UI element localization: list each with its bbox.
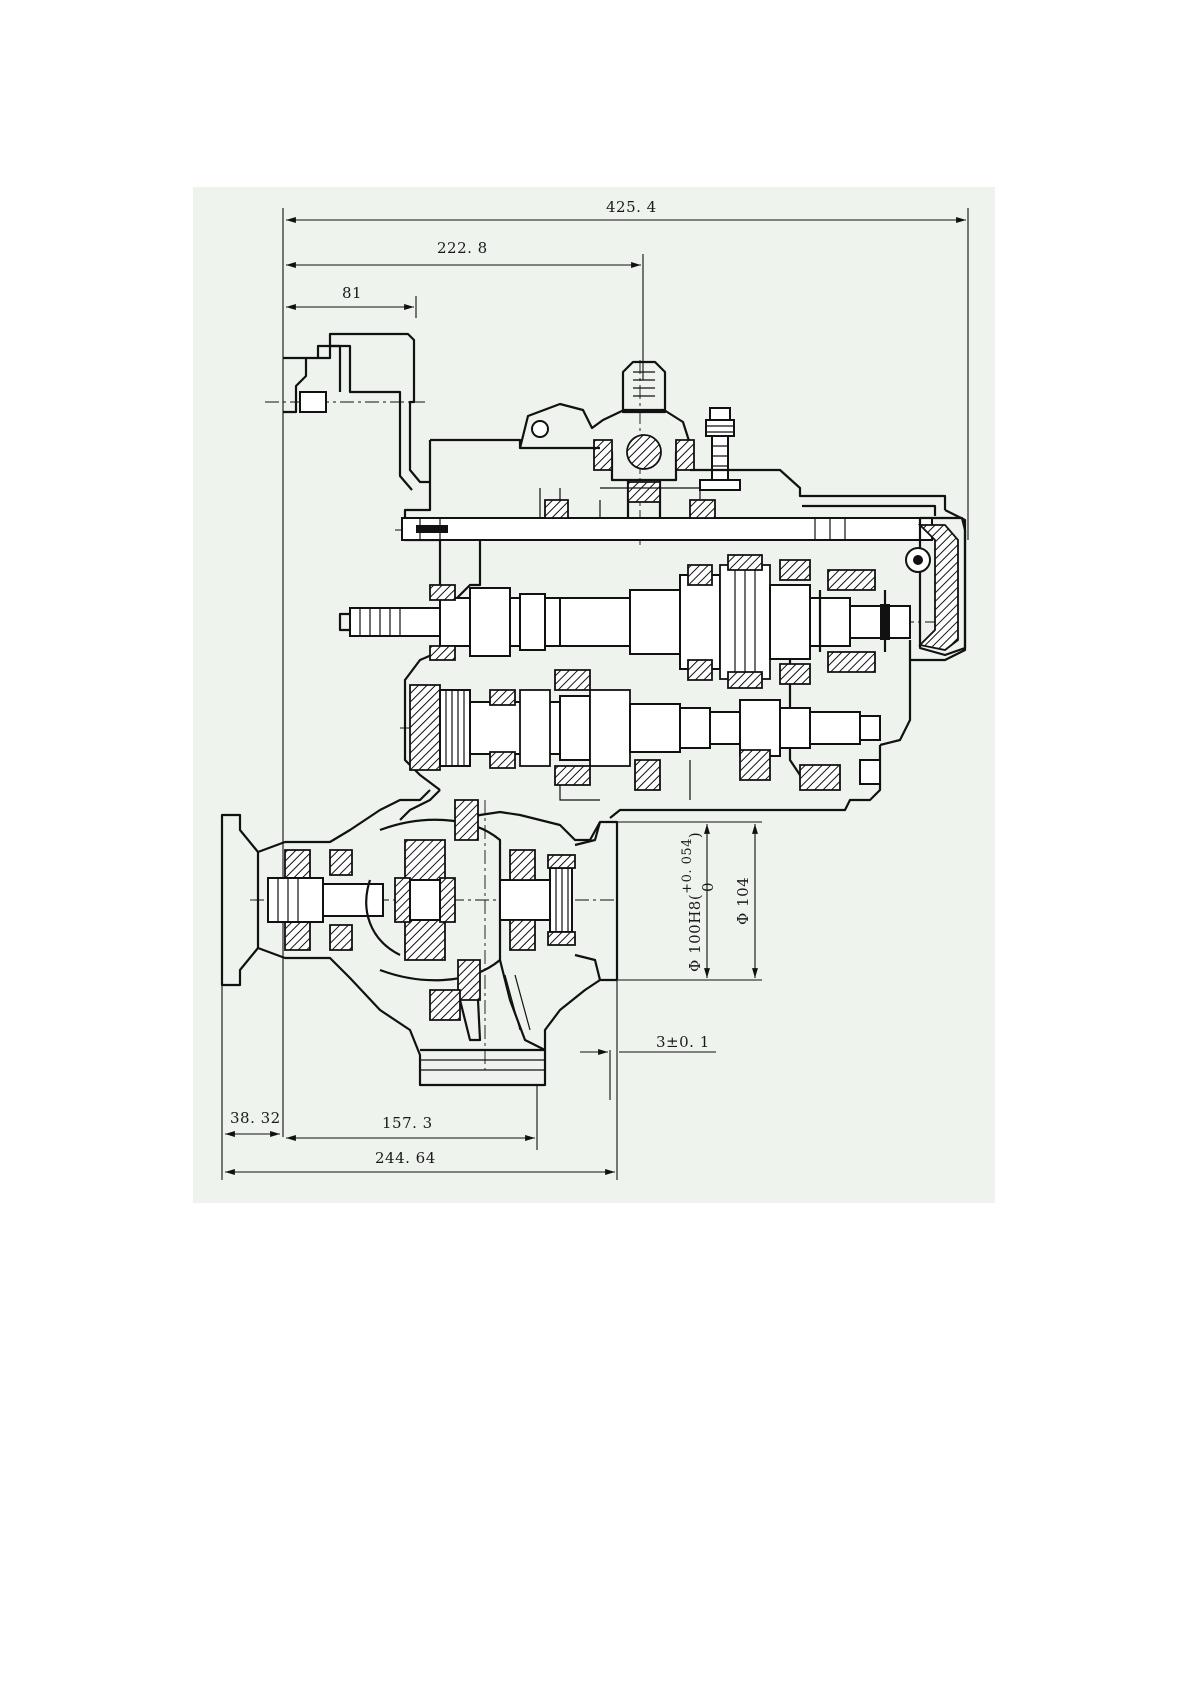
- differential-housing: [222, 790, 617, 1085]
- input-shaft: [340, 555, 910, 688]
- shift-tower: [520, 362, 694, 520]
- dim-diff-bore-fit: Φ 100H8(+0. 054): [680, 832, 704, 972]
- dim-bracket-width: 81: [342, 284, 362, 302]
- shift-bracket: [283, 334, 430, 490]
- output-shaft: [410, 670, 880, 800]
- dim-face-offset: 3±0. 1: [656, 1033, 710, 1051]
- dim-axle-center: 157. 3: [382, 1114, 433, 1132]
- dim-base-length: 244. 64: [375, 1149, 436, 1167]
- dim-flange-dia: Φ 104: [734, 877, 752, 925]
- dim-overall-length: 425. 4: [606, 198, 657, 216]
- dimension-labels: 425. 4 222. 8 81 Φ 100H8(+0. 054) 0 Φ 10…: [230, 198, 752, 1167]
- dim-to-shift-shaft: 222. 8: [437, 239, 488, 257]
- dim-left-offset: 38. 32: [230, 1109, 281, 1127]
- breather-vent: [700, 408, 740, 490]
- dim-diff-bore-tol-lower: 0: [699, 882, 717, 892]
